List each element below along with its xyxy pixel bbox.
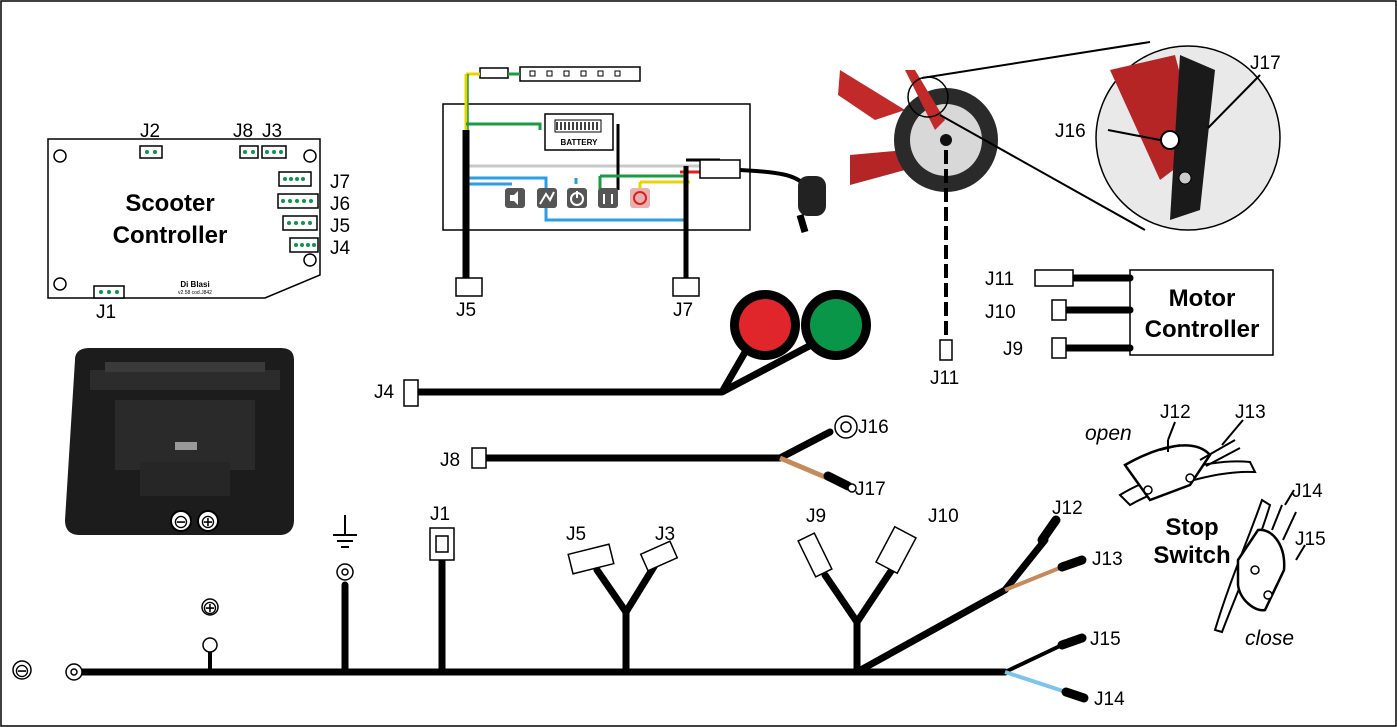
board-label-j4: J4 [330,238,351,259]
motor-connector-j10 [1051,299,1067,321]
switch-label-j15: J15 [1295,529,1326,550]
board-label-j2: J2 [140,121,160,142]
wheel-callout-j17: J17 [1250,53,1281,74]
board-label-j7: J7 [330,172,350,193]
harness-label-j3: J3 [655,524,675,545]
switch-label-j12: J12 [1160,402,1191,423]
battery-minus-icon: ⊖ [173,512,189,533]
harness-label-j1: J1 [430,504,450,525]
sensor-label-j16: J16 [858,417,889,438]
green-button[interactable] [810,299,862,351]
wheel-label-j11: J11 [930,368,959,389]
harness-label-j14: J14 [1094,689,1125,710]
buttons-cable: J4 [374,290,871,407]
motor-label-j11: J11 [985,269,1014,290]
board-connector-j2 [139,145,163,159]
scooter-controller-board: J2 J8 J3 J7 J6 J5 J4 J1 Scooter Controll… [47,121,351,323]
motor-controller-title-line2: Controller [1145,316,1260,343]
switch-label-j13: J13 [1235,402,1266,423]
board-label-j6: J6 [330,194,350,215]
switch-open [1118,419,1257,507]
board-connector-j5 [282,215,318,231]
motor-connector-j11 [1034,269,1074,287]
up-down-icon [598,188,618,208]
board-connector-j1 [93,285,125,299]
motor-label-j10: J10 [985,302,1016,323]
battery-label: BATTERY [561,138,599,147]
board-logo-sub: v2.58 cod.J842 [178,290,212,296]
switch-state-close: close [1245,627,1294,650]
board-label-j8: J8 [233,121,253,142]
speed-icon [537,188,557,208]
wheel-callout-j16: J16 [1055,121,1086,142]
board-title-line2: Controller [113,222,228,249]
display-connector-j5-box [455,277,483,297]
display-panel: BATTERY J5 J7 [442,66,826,321]
harness-label-j10: J10 [928,506,959,527]
harness-label-j5: J5 [566,524,586,545]
motor-controller-title-line1: Motor [1169,285,1236,312]
motor-connector-j9 [1051,337,1067,359]
red-button[interactable] [739,299,791,351]
motor-controller: Motor Controller J11 J10 J9 [985,269,1274,360]
sensor-cable: J8 J16 J17 [440,415,889,500]
harness-label-j12: J12 [1052,498,1083,519]
switch-label-j14: J14 [1292,481,1323,502]
power-icon [567,188,587,208]
harness-label-j13: J13 [1092,549,1123,570]
board-title-line1: Scooter [125,190,214,217]
switch-state-open: open [1085,422,1132,445]
battery-plus-icon: ⊕ [200,512,216,533]
battery-gauge: BATTERY [544,113,614,151]
display-label-j7: J7 [673,300,693,321]
wheel-assembly: J11 J16 J17 [838,41,1281,389]
board-connector-j8 [239,145,259,159]
display-connector-j7-box [672,277,700,297]
board-logo: Di Blasi [180,280,209,289]
sensor-label-j17: J17 [855,479,886,500]
harness-label-j9: J9 [806,506,826,527]
board-label-j5: J5 [330,216,350,237]
board-connector-j4 [289,237,319,253]
brake-icon [630,188,650,208]
throttle-grip [699,159,826,233]
ground-icon [333,515,357,548]
switch-title-line1: Stop [1165,514,1218,541]
display-label-j5: J5 [456,300,476,321]
switch-closed [1213,489,1306,634]
board-connector-j3 [261,145,287,159]
harness-minus-icon: ⊖ [14,661,30,682]
wheel-detail-zoom [1095,45,1281,231]
buttons-cable-label-j4: J4 [374,382,395,403]
harness-label-j15: J15 [1090,629,1121,650]
board-label-j3: J3 [262,121,282,142]
led-strip [519,66,641,82]
board-connector-j7 [278,171,312,187]
harness-plus-icon: ⊕ [202,598,218,619]
board-connector-j6 [277,193,319,209]
main-harness: ⊕ J1 J5 J3 J9 J10 J12 J13 [12,498,1125,710]
speaker-icon [505,188,525,208]
battery-pack: ⊖ ⊕ [65,348,294,535]
switch-title-line2: Switch [1153,542,1230,569]
board-label-j1: J1 [96,302,116,323]
sensor-label-j8: J8 [440,450,460,471]
stop-switch: J12 J13 open Stop Switch J14 J15 close [1085,402,1326,650]
motor-label-j9: J9 [1003,339,1023,360]
